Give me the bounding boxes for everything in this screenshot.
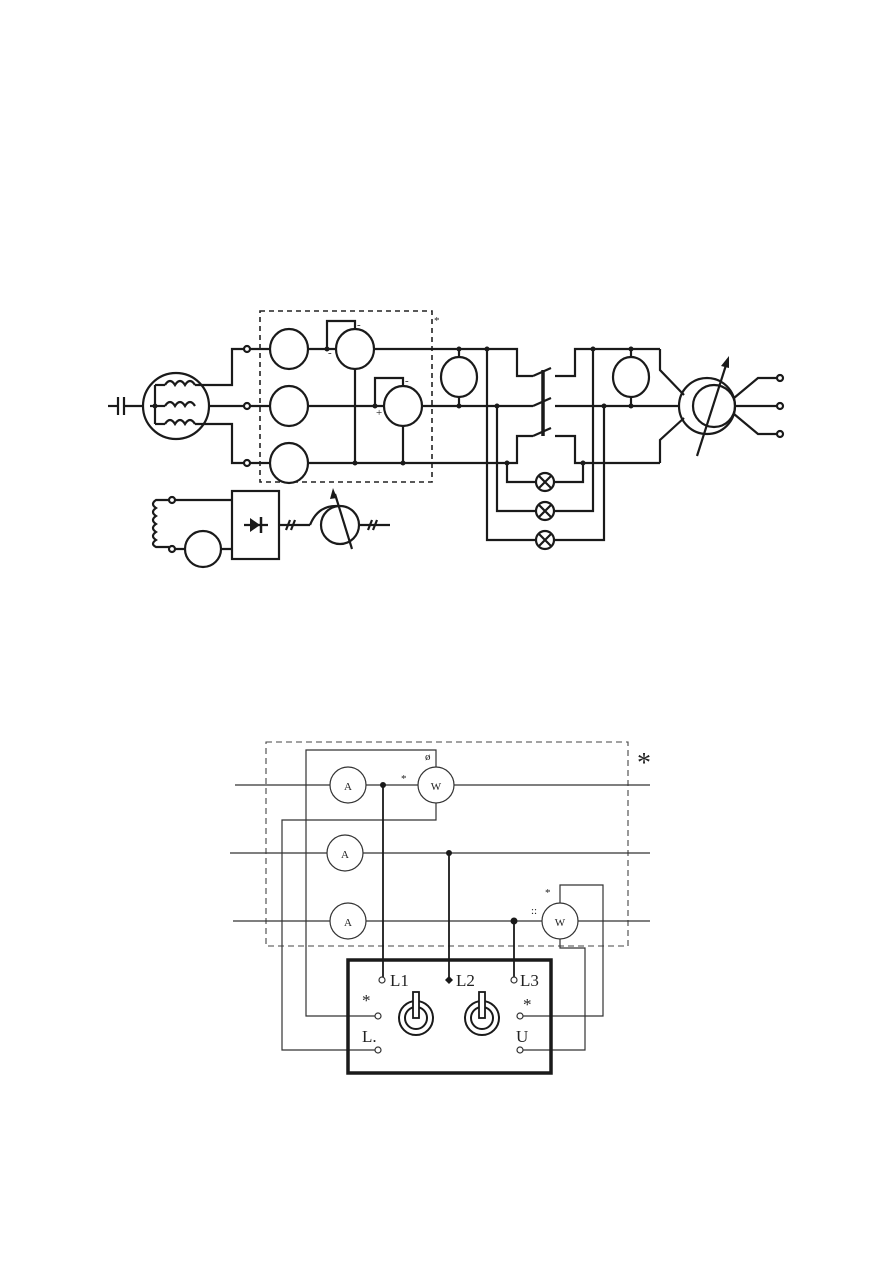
exciter-circuit — [151, 488, 390, 569]
generator-circuit-diagram: * - - - + — [108, 310, 785, 569]
synchronizing-lamp — [534, 500, 556, 522]
terminal — [242, 344, 252, 354]
polarity-mark: - — [328, 347, 332, 359]
polarity-mark: + — [376, 407, 382, 419]
ammeter — [268, 441, 310, 485]
measurement-connection-diagram: * A W * ø A A W * :: L1 — [230, 741, 651, 1075]
polarity-mark: * — [401, 773, 407, 785]
synchronizing-lamp — [534, 471, 556, 493]
wattmeter — [334, 327, 376, 371]
terminal — [775, 373, 785, 383]
synchronous-machine — [677, 356, 737, 457]
box-marker: * — [434, 315, 440, 327]
wattmeter-label: W — [431, 781, 442, 793]
terminal-current[interactable] — [374, 1046, 382, 1054]
ammeter-label: A — [344, 917, 352, 929]
terminal-label: L. — [362, 1027, 377, 1046]
terminal — [775, 429, 785, 439]
measurement-box — [259, 310, 433, 483]
phase-meter-device — [346, 958, 553, 1075]
capacitor-symbol — [108, 397, 143, 415]
ammeter — [268, 384, 310, 428]
generator-symbol — [141, 371, 211, 441]
terminal-l1[interactable] — [378, 976, 386, 984]
terminal-label: * — [362, 991, 371, 1010]
terminal-label: L1 — [390, 971, 409, 990]
wattmeter-label: W — [555, 917, 566, 929]
knob[interactable] — [398, 991, 434, 1036]
terminal-voltage-star[interactable] — [516, 1012, 524, 1020]
terminal-label: * — [523, 995, 532, 1014]
terminal-label: U — [516, 1027, 528, 1046]
wattmeter: W — [417, 766, 455, 804]
terminal-l2[interactable] — [445, 976, 453, 984]
terminal — [242, 458, 252, 468]
knob[interactable] — [464, 991, 500, 1036]
ammeter-label: A — [341, 849, 349, 861]
terminal — [242, 401, 252, 411]
polarity-mark: - — [357, 319, 361, 331]
terminal-label: L3 — [520, 971, 539, 990]
motor — [183, 529, 223, 569]
terminal-voltage[interactable] — [516, 1046, 524, 1054]
polarity-mark: * — [545, 887, 551, 899]
ammeter-label: A — [344, 781, 352, 793]
ammeter: A — [329, 766, 367, 804]
terminal-label: L2 — [456, 971, 475, 990]
ammeter: A — [326, 834, 364, 872]
voltmeter — [611, 355, 651, 399]
voltmeter — [439, 355, 479, 399]
ammeter — [268, 327, 310, 371]
polarity-mark: ø — [425, 751, 431, 763]
measurement-box — [265, 741, 629, 947]
diode-icon — [244, 517, 268, 533]
terminal — [775, 401, 785, 411]
wattmeter: W — [541, 902, 579, 940]
polarity-mark: - — [405, 375, 409, 387]
wattmeter — [382, 384, 424, 428]
terminal-l3[interactable] — [510, 976, 518, 984]
synchronizing-lamp — [534, 529, 556, 551]
terminal-current-star[interactable] — [374, 1012, 382, 1020]
ammeter: A — [329, 902, 367, 940]
three-pole-switch — [532, 347, 680, 465]
polarity-mark: :: — [531, 905, 537, 917]
box-marker: * — [637, 748, 651, 779]
